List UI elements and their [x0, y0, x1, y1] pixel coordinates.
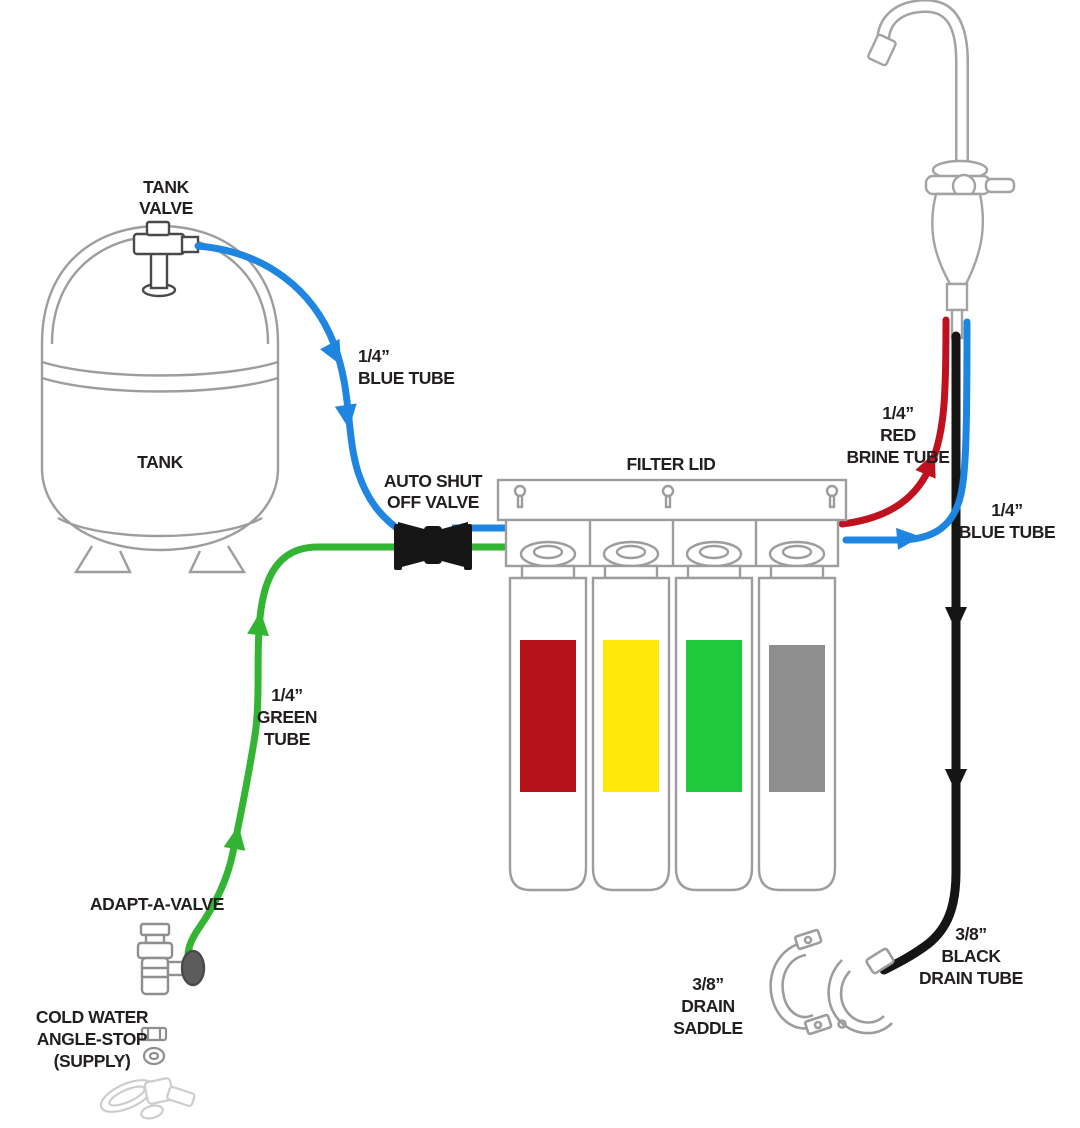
label-filter-lid: FILTER LID [627, 454, 716, 474]
arrow-blue-faucet [896, 525, 922, 550]
label-red-brine-line3: BRINE TUBE [847, 447, 950, 467]
arrow-blue-tank-1 [320, 338, 351, 371]
filter-label-yellow [603, 640, 659, 792]
label-tank: TANK [137, 452, 183, 472]
label-adapt-a-valve: ADAPT-A-VALVE [90, 894, 224, 914]
filter-label-red [520, 640, 576, 792]
angle-stop-base [140, 1104, 164, 1120]
cartridge-collar [769, 564, 825, 580]
tank-bottom-seam [57, 516, 263, 538]
auto-shutoff-valve [394, 522, 472, 570]
faucet-spout-inner [878, 1, 967, 169]
saddle-left-inner [781, 953, 814, 1019]
tank-seam-line-2 [41, 376, 279, 393]
label-blue-tube-left-line1: 1/4” [358, 346, 389, 366]
faucet [867, 0, 1016, 340]
aso-valve-right-cone [438, 522, 468, 568]
tank-seam-line-1 [41, 360, 279, 377]
head-dome-inner [698, 544, 730, 560]
label-cold-water-line3: (SUPPLY) [54, 1051, 131, 1071]
blue-tube-tank [194, 242, 408, 537]
faucet-handle-lever [984, 177, 1016, 194]
keyhole-slot [664, 494, 672, 509]
aso-valve-right-plate [464, 524, 472, 570]
supply-washer-hole [148, 1051, 160, 1061]
adapt-a-valve [136, 922, 206, 996]
label-drain-saddle-line2: DRAIN [681, 996, 734, 1016]
lid-keyholes [513, 484, 839, 509]
keyhole-slot [828, 494, 836, 509]
saddle-right-outer [827, 959, 893, 1035]
faucet-stem-upper [945, 282, 969, 312]
label-drain-saddle-line3: SADDLE [673, 1018, 743, 1038]
tank-foot-left [73, 545, 132, 574]
saddle-bolt-ear-bottom [803, 1013, 833, 1036]
label-cold-water-line2: ANGLE-STOP [37, 1029, 148, 1049]
adapt-valve-handle [180, 949, 206, 987]
label-auto-shutoff-line2: OFF VALVE [387, 492, 479, 512]
label-black-drain-line3: DRAIN TUBE [919, 968, 1023, 988]
label-tank-valve-line2: VALVE [139, 198, 193, 218]
filter-label-gray [769, 645, 825, 792]
aso-valve-left-plate [394, 524, 402, 570]
label-blue-tube-right-line1: 1/4” [991, 500, 1022, 520]
faucet-body [931, 192, 984, 286]
angle-stop-ghost [99, 1077, 196, 1120]
faucet-spout-outer [876, 0, 969, 171]
filter-unit [496, 478, 848, 892]
filter-lid-bar [496, 478, 848, 522]
tank-valve-body [132, 232, 186, 256]
supply-fittings [140, 1026, 168, 1066]
faucet-spout-tip [867, 33, 897, 67]
blue-tube-faucet [842, 318, 971, 544]
saddle-bolt-hole [813, 1020, 823, 1030]
arrow-green-1 [247, 609, 272, 637]
adapt-valve-top-nut [139, 922, 171, 937]
tank-foot-right [188, 545, 247, 574]
drain-saddle [769, 928, 895, 1036]
saddle-drain-port [865, 947, 895, 975]
cartridge-collar [686, 564, 742, 580]
arrow-black-drain-1 [945, 607, 967, 631]
black-drain-tube [879, 331, 961, 975]
saddle-left-outer [769, 940, 817, 1030]
keyhole-slot [516, 494, 524, 509]
label-tank-valve-line1: TANK [143, 177, 189, 197]
tank-body-outline [40, 344, 280, 552]
tank-valve [132, 220, 200, 298]
label-green-tube-line3: TUBE [264, 729, 310, 749]
arrow-black-drain-2 [945, 769, 967, 793]
label-black-drain-line1: 3/8” [955, 924, 986, 944]
label-drain-saddle-line1: 3/8” [692, 974, 723, 994]
saddle-bolt-ear-top [793, 928, 823, 951]
saddle-bolt-hole [803, 935, 813, 945]
green-tube-supply [184, 543, 408, 970]
label-green-tube-line1: 1/4” [271, 685, 302, 705]
diagram-labels: TANK VALVE TANK 1/4” BLUE TUBE AUTO SHUT… [36, 177, 1056, 1071]
label-blue-tube-left-line2: BLUE TUBE [358, 368, 455, 388]
head-dome-inner [532, 544, 564, 560]
head-dome-inner [781, 544, 813, 560]
label-red-brine-line1: 1/4” [882, 403, 913, 423]
label-auto-shutoff-line1: AUTO SHUT [384, 471, 483, 491]
cartridge-collar [603, 564, 659, 580]
filter-label-green [686, 640, 742, 792]
saddle-right-inner [839, 970, 885, 1024]
adapt-valve-hex [136, 941, 174, 960]
label-black-drain-line2: BLACK [941, 946, 1001, 966]
label-red-brine-line2: RED [880, 425, 916, 445]
label-blue-tube-right-line2: BLUE TUBE [959, 522, 1056, 542]
tank-valve-cap [145, 220, 171, 237]
saddle-bolt-hole [837, 1019, 847, 1029]
cartridge-collar [520, 564, 576, 580]
aso-valve-center [424, 526, 442, 564]
angle-stop-outlet [166, 1085, 196, 1107]
tank-valve-stem [149, 250, 169, 290]
head-dome-inner [615, 544, 647, 560]
label-green-tube-line2: GREEN [257, 707, 317, 727]
label-cold-water-line1: COLD WATER [36, 1007, 149, 1027]
storage-tank [40, 224, 280, 574]
aso-valve-left-cone [398, 522, 428, 568]
